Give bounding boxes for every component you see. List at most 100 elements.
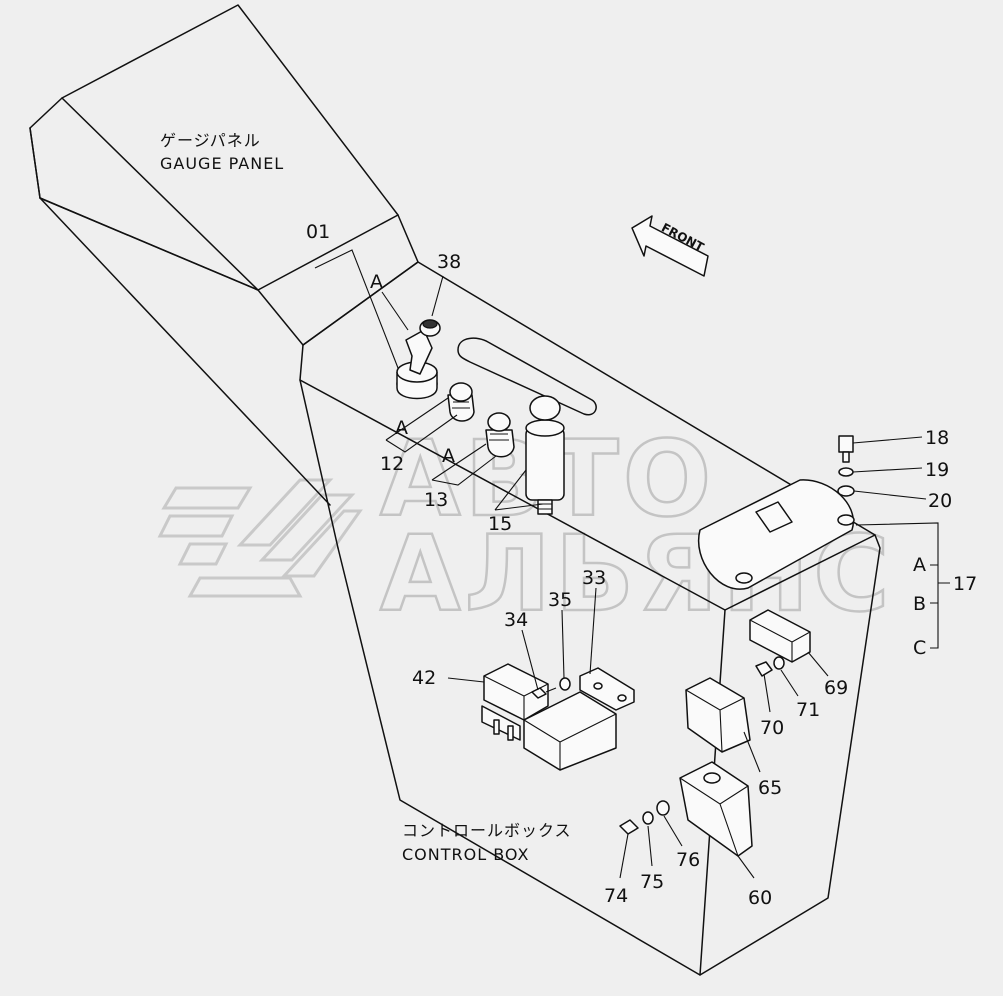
bolt-18-head — [838, 435, 854, 453]
bracket-33-hole-1 — [593, 682, 603, 690]
leader-70 — [763, 673, 771, 713]
leader-key-a — [381, 291, 409, 331]
washer-19 — [838, 467, 854, 477]
relay-42-pin-1 — [493, 719, 500, 735]
gauge-panel-front-edge — [39, 197, 399, 291]
callout-38: 38 — [437, 251, 461, 273]
callout-17-b: B — [913, 593, 926, 615]
part-60-edges — [679, 777, 749, 857]
leader-76 — [663, 815, 683, 847]
leader-69 — [807, 651, 829, 677]
bolt-18-shank — [842, 451, 850, 463]
console-slot — [457, 337, 597, 416]
cover-17-assembly — [697, 435, 950, 649]
leader-34 — [521, 629, 539, 691]
key-switch-assembly — [314, 249, 444, 400]
leader-15 — [494, 469, 544, 511]
callout-17-c: C — [913, 637, 926, 659]
switch-13-knob — [487, 412, 511, 432]
washer-76 — [656, 800, 670, 816]
part-60-hole — [703, 772, 721, 784]
screw-70-head — [755, 661, 773, 677]
washer-71 — [773, 656, 785, 670]
relay-42-pin-2 — [507, 725, 514, 741]
knob-switch-13 — [485, 412, 515, 458]
callout-71: 71 — [796, 699, 820, 721]
part-17-tab — [755, 501, 793, 533]
leader-12 — [385, 397, 458, 453]
console-top-front-edge — [299, 379, 726, 611]
callout-34: 34 — [504, 609, 528, 631]
callout-70: 70 — [760, 717, 784, 739]
callout-35: 35 — [548, 589, 572, 611]
callout-20: 20 — [928, 490, 952, 512]
control-box-caption-en: CONTROL BOX — [402, 845, 529, 864]
front-arrow-shape — [631, 215, 709, 277]
part-69-assembly — [749, 609, 829, 713]
callout-76: 76 — [676, 849, 700, 871]
screw-34-shank — [545, 687, 557, 693]
leader-33 — [589, 587, 597, 675]
lighter-15-rim — [525, 419, 565, 437]
leader-71 — [780, 669, 799, 697]
leader-13 — [431, 443, 497, 486]
relay-unit-edges — [523, 713, 617, 770]
leader-60 — [737, 855, 755, 879]
relay-unit-33 — [447, 587, 635, 771]
part-65 — [685, 677, 761, 773]
lighter-15 — [494, 395, 565, 515]
leader-65 — [743, 731, 761, 773]
relay-42 — [481, 663, 549, 741]
leader-74 — [619, 833, 629, 879]
leader-75 — [647, 825, 653, 867]
control-box-body — [337, 534, 881, 976]
callout-17: 17 — [953, 573, 977, 595]
callout-12: 12 — [380, 453, 404, 475]
callout-18: 18 — [925, 427, 949, 449]
screw-74-head — [619, 819, 639, 835]
switch-12-knob — [449, 382, 473, 402]
gauge-panel-housing — [29, 4, 876, 549]
part-17-cover — [697, 479, 855, 590]
callout-75: 75 — [640, 871, 664, 893]
callout-key-a: A — [370, 271, 383, 293]
control-box-caption-jp: コントロールボックス — [402, 821, 572, 840]
leader-17-bracket — [855, 522, 950, 649]
part-38-top — [422, 319, 438, 329]
callout-12-a: A — [395, 417, 408, 439]
callout-42: 42 — [412, 667, 436, 689]
gauge-panel-top — [29, 4, 419, 346]
gauge-panel-caption-jp: ゲージパネル — [160, 131, 261, 150]
callout-13-a: A — [442, 445, 455, 467]
switch-13-body — [485, 429, 515, 458]
part-17-hole — [837, 514, 855, 526]
bracket-33-hole-2 — [617, 694, 627, 702]
callout-labels: 01 A 38 A 12 A 13 15 18 19 20 A 17 B C 3… — [306, 221, 977, 909]
callout-19: 19 — [925, 459, 949, 481]
callout-69: 69 — [824, 677, 848, 699]
part-65-body — [685, 677, 751, 753]
switch-12-knurl — [452, 401, 470, 409]
part-60-body — [679, 761, 753, 857]
gauge-panel-left-side — [29, 127, 331, 506]
callout-01: 01 — [306, 221, 330, 243]
gauge-panel-caption-en: GAUGE PANEL — [160, 154, 284, 173]
washer-75 — [642, 811, 654, 825]
part-69-edges — [749, 619, 811, 662]
watermark-base — [187, 576, 303, 598]
front-arrow: FRONT — [631, 215, 709, 277]
callout-65: 65 — [758, 777, 782, 799]
leaders-18-19-20 — [852, 436, 927, 500]
part-17-slot — [735, 572, 753, 584]
part-65-edges — [685, 689, 745, 753]
callout-74: 74 — [604, 885, 628, 907]
callout-60: 60 — [748, 887, 772, 909]
leader-35 — [561, 609, 565, 679]
watermark-stripes-left — [157, 486, 253, 566]
lighter-15-knob — [529, 395, 561, 421]
gauge-panel-edge — [61, 97, 259, 291]
lighter-15-stud — [537, 499, 553, 515]
washer-35 — [559, 677, 571, 691]
